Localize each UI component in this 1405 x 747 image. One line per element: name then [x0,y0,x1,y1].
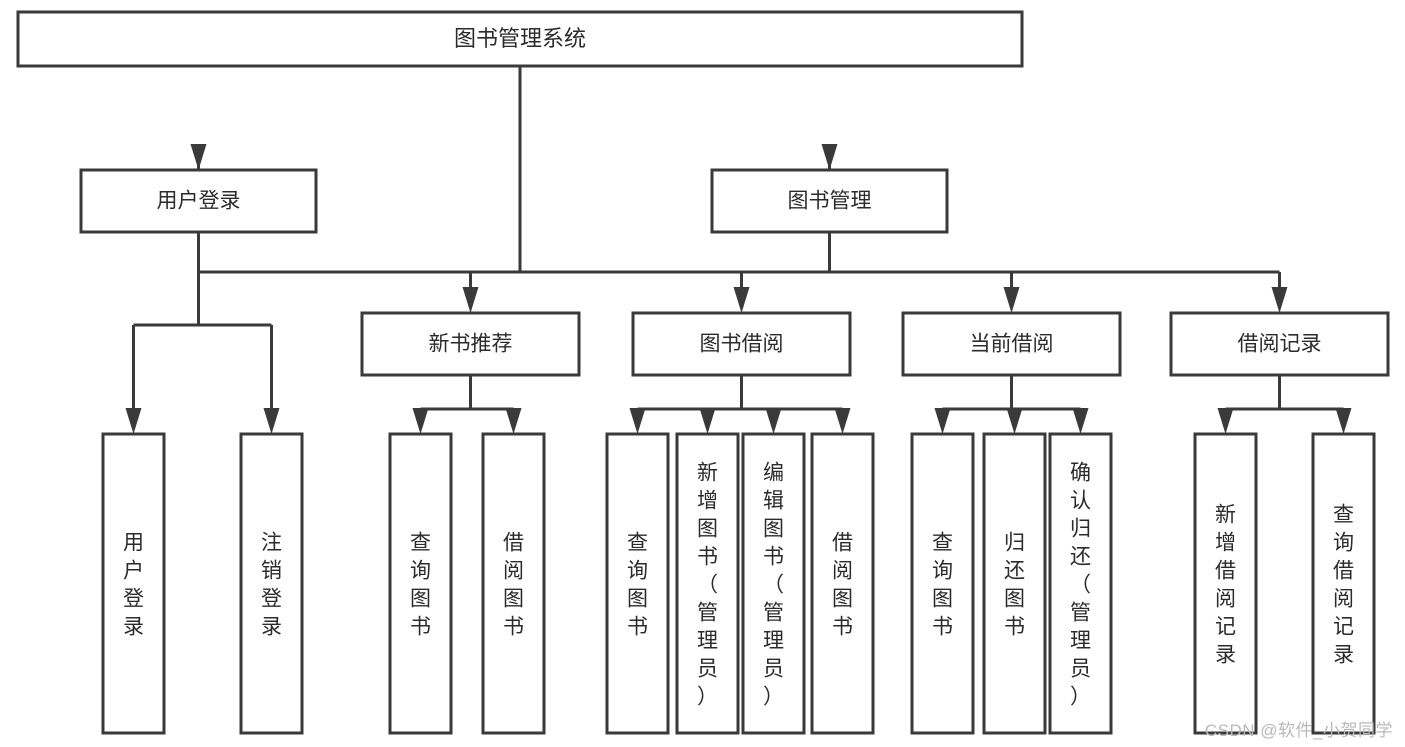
node-system-root[interactable]: 图书管理系统 [16,10,1024,68]
node-leaf-confirm-return[interactable]: 确认归还（管理员） [1048,432,1113,735]
arrow-head [699,408,716,434]
arrow-head [834,408,851,434]
node-box-book-management [710,168,949,234]
node-box-book-borrow [631,311,852,377]
node-user-login[interactable]: 用户登录 [79,168,318,234]
node-label-leaf-add-book: 新增图书（管理员） [697,461,718,708]
arrow-head [505,408,522,434]
arrow-head [1006,408,1023,434]
node-label-book-borrow: 图书借阅 [700,333,784,356]
node-book-management[interactable]: 图书管理 [710,168,949,234]
node-label-leaf-query-book-1: 查询图书 [410,531,431,638]
node-label-current-borrow: 当前借阅 [970,333,1054,356]
node-box-leaf-borrow-book-1 [481,432,546,735]
arrow-head [1003,287,1020,313]
arrow-head [263,408,280,434]
node-box-current-borrow [901,311,1122,377]
arrow-head [821,144,838,170]
node-box-borrow-records [1169,311,1390,377]
node-leaf-query-book-2[interactable]: 查询图书 [605,432,670,735]
node-leaf-user-login[interactable]: 用户登录 [101,432,166,735]
node-leaf-query-book-1[interactable]: 查询图书 [388,432,453,735]
node-label-system-root: 图书管理系统 [454,26,586,51]
arrow-head [1335,408,1352,434]
arrow-head [1072,408,1089,434]
node-label-leaf-query-book-3: 查询图书 [932,531,953,638]
arrow-head [1217,408,1234,434]
node-label-leaf-user-login: 用户登录 [123,531,144,638]
arrow-head [629,408,646,434]
node-label-leaf-confirm-return: 确认归还（管理员） [1070,461,1091,708]
node-label-leaf-add-record: 新增借阅记录 [1215,503,1236,666]
node-box-system-root [16,10,1024,68]
node-box-leaf-return-book [982,432,1047,735]
node-label-leaf-return-book: 归还图书 [1004,531,1025,638]
node-box-leaf-query-record [1311,432,1376,735]
node-new-book-recommend[interactable]: 新书推荐 [360,311,581,377]
node-label-user-login: 用户登录 [157,190,241,213]
node-leaf-query-book-3[interactable]: 查询图书 [910,432,975,735]
node-leaf-borrow-book-1[interactable]: 借阅图书 [481,432,546,735]
node-box-leaf-add-record [1193,432,1258,735]
node-box-leaf-add-book [675,432,740,735]
node-borrow-records[interactable]: 借阅记录 [1169,311,1390,377]
node-box-leaf-confirm-return [1048,432,1113,735]
node-leaf-query-record[interactable]: 查询借阅记录 [1311,432,1376,735]
arrow-head [125,408,142,434]
arrow-head [462,287,479,313]
node-box-leaf-user-logout [239,432,304,735]
node-label-leaf-borrow-book-2: 借阅图书 [832,531,853,638]
node-leaf-add-record[interactable]: 新增借阅记录 [1193,432,1258,735]
node-box-leaf-edit-book [741,432,806,735]
arrow-head [733,287,750,313]
node-label-book-management: 图书管理 [788,190,872,213]
node-label-leaf-query-record: 查询借阅记录 [1333,503,1354,666]
node-leaf-borrow-book-2[interactable]: 借阅图书 [810,432,875,735]
node-current-borrow[interactable]: 当前借阅 [901,311,1122,377]
node-box-new-book-recommend [360,311,581,377]
node-book-borrow[interactable]: 图书借阅 [631,311,852,377]
node-box-leaf-query-book-3 [910,432,975,735]
node-label-leaf-user-logout: 注销登录 [261,531,282,638]
arrow-head [1271,287,1288,313]
node-layer: 图书管理系统用户登录图书管理新书推荐图书借阅当前借阅借阅记录用户登录注销登录查询… [16,10,1390,735]
node-box-leaf-query-book-1 [388,432,453,735]
arrow-head [412,408,429,434]
node-leaf-edit-book[interactable]: 编辑图书（管理员） [741,432,806,735]
arrow-head [934,408,951,434]
node-label-borrow-records: 借阅记录 [1238,333,1322,356]
connector-layer [125,66,1352,434]
node-box-user-login [79,168,318,234]
node-label-leaf-query-book-2: 查询图书 [627,531,648,638]
node-box-leaf-user-login [101,432,166,735]
node-leaf-return-book[interactable]: 归还图书 [982,432,1047,735]
arrow-head [190,144,207,170]
node-box-leaf-borrow-book-2 [810,432,875,735]
node-label-leaf-borrow-book-1: 借阅图书 [503,531,524,638]
node-leaf-add-book[interactable]: 新增图书（管理员） [675,432,740,735]
node-box-leaf-query-book-2 [605,432,670,735]
node-label-new-book-recommend: 新书推荐 [429,333,513,356]
arrow-head [765,408,782,434]
node-leaf-user-logout[interactable]: 注销登录 [239,432,304,735]
node-label-leaf-edit-book: 编辑图书（管理员） [763,461,784,708]
